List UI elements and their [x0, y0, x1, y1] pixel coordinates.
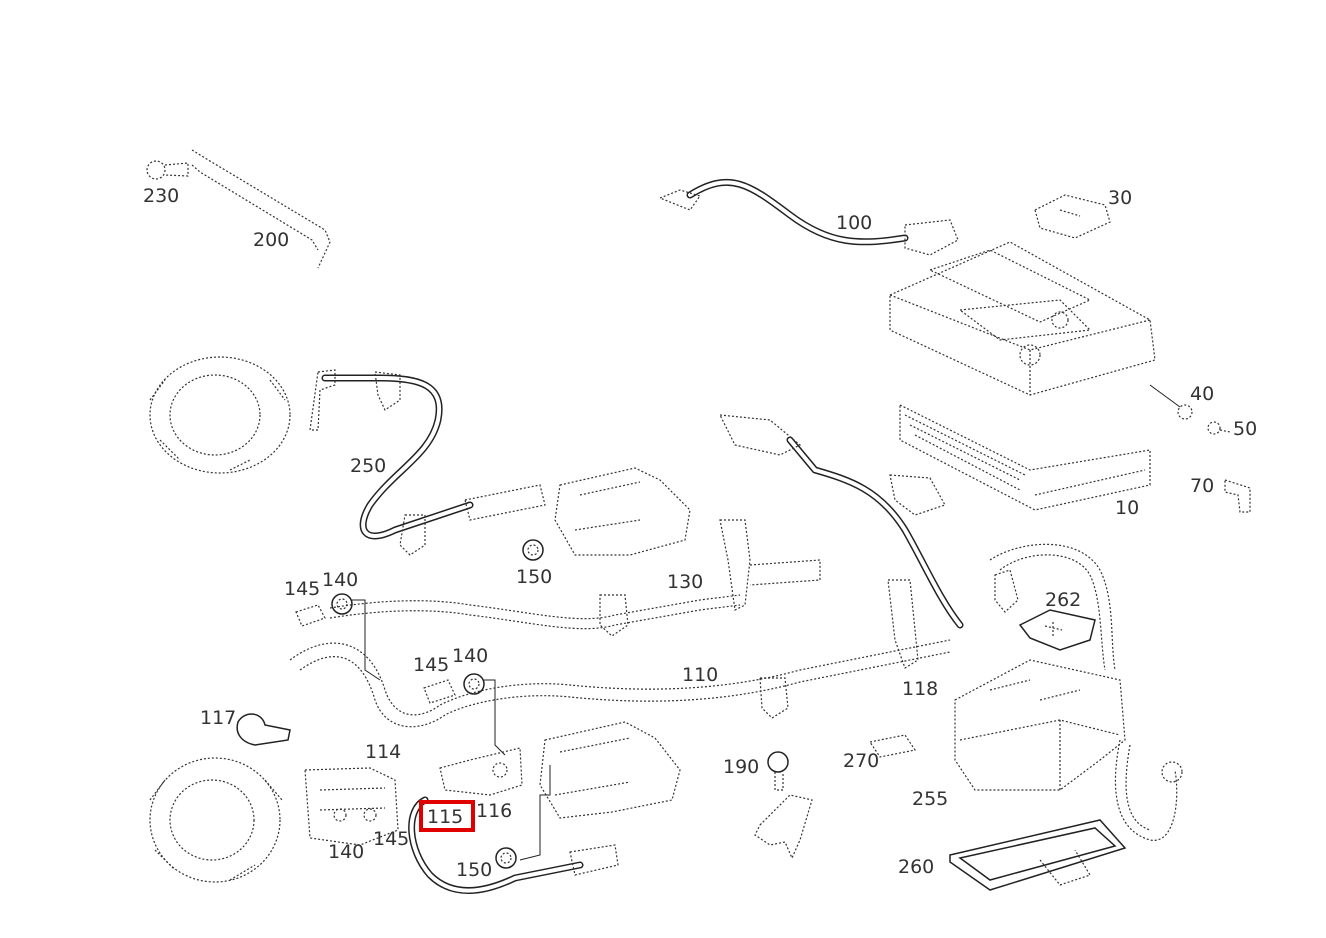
nut-40: [1149, 384, 1193, 420]
label-145-middle[interactable]: 145: [413, 654, 449, 676]
bracket-116: [439, 747, 523, 796]
bolt-190: [767, 751, 789, 791]
bolt-70: [1224, 479, 1251, 513]
nut-150-lower: [495, 847, 517, 869]
label-140-middle[interactable]: 140: [452, 645, 488, 667]
label-116[interactable]: 116: [476, 800, 512, 822]
clip-117: [236, 713, 291, 746]
washer-50: [1207, 421, 1231, 435]
label-140-upper[interactable]: 140: [322, 569, 358, 591]
bolt-230: [146, 160, 189, 180]
label-100[interactable]: 100: [836, 212, 872, 234]
label-30[interactable]: 30: [1108, 187, 1132, 209]
label-190[interactable]: 190: [723, 756, 759, 778]
label-10[interactable]: 10: [1115, 497, 1139, 519]
label-255[interactable]: 255: [912, 788, 948, 810]
label-115[interactable]: 115: [427, 806, 463, 828]
label-130[interactable]: 130: [667, 571, 703, 593]
label-140-lower[interactable]: 140: [328, 841, 364, 863]
label-230[interactable]: 230: [143, 185, 179, 207]
grommet-145-upper: [295, 604, 326, 627]
label-110[interactable]: 110: [682, 664, 718, 686]
fuse-box-255: [954, 659, 1126, 791]
label-200[interactable]: 200: [253, 229, 289, 251]
cover-262: [1018, 609, 1096, 651]
bracket-200: [191, 149, 331, 269]
starter-lower: [519, 721, 681, 861]
label-114[interactable]: 114: [365, 741, 401, 763]
battery: [889, 241, 1156, 396]
alternator-lower: [149, 757, 283, 883]
terminal-block-114: [304, 767, 399, 846]
label-118[interactable]: 118: [902, 678, 938, 700]
label-70[interactable]: 70: [1190, 475, 1214, 497]
label-145-lower[interactable]: 145: [373, 828, 409, 850]
cover-30: [1034, 194, 1111, 239]
label-262[interactable]: 262: [1045, 589, 1081, 611]
label-117[interactable]: 117: [200, 707, 236, 729]
nut-140-middle: [463, 673, 506, 756]
bracket-190: [754, 794, 813, 860]
grommet-145-middle: [423, 679, 456, 704]
starter-upper: [554, 467, 691, 556]
cable-110: [289, 579, 951, 728]
label-270[interactable]: 270: [843, 750, 879, 772]
label-50[interactable]: 50: [1233, 418, 1257, 440]
cable-fusebox: [989, 543, 1183, 841]
tray-260: [949, 819, 1127, 891]
cable-115: [408, 796, 619, 894]
cable-100: [658, 178, 959, 256]
nut-150-upper: [522, 539, 544, 561]
label-150-lower[interactable]: 150: [456, 859, 492, 881]
alternator-upper: [149, 356, 291, 474]
nut-140-upper: [331, 593, 381, 681]
highlight-115: [419, 800, 475, 832]
label-250[interactable]: 250: [350, 455, 386, 477]
battery-tray-10: [899, 404, 1151, 511]
label-150-upper[interactable]: 150: [516, 566, 552, 588]
cable-main: [718, 414, 964, 629]
label-260[interactable]: 260: [898, 856, 934, 878]
label-40[interactable]: 40: [1190, 383, 1214, 405]
cable-250: [309, 369, 546, 556]
part-270: [869, 734, 916, 758]
label-145-upper[interactable]: 145: [284, 578, 320, 600]
cable-130: [329, 519, 821, 637]
